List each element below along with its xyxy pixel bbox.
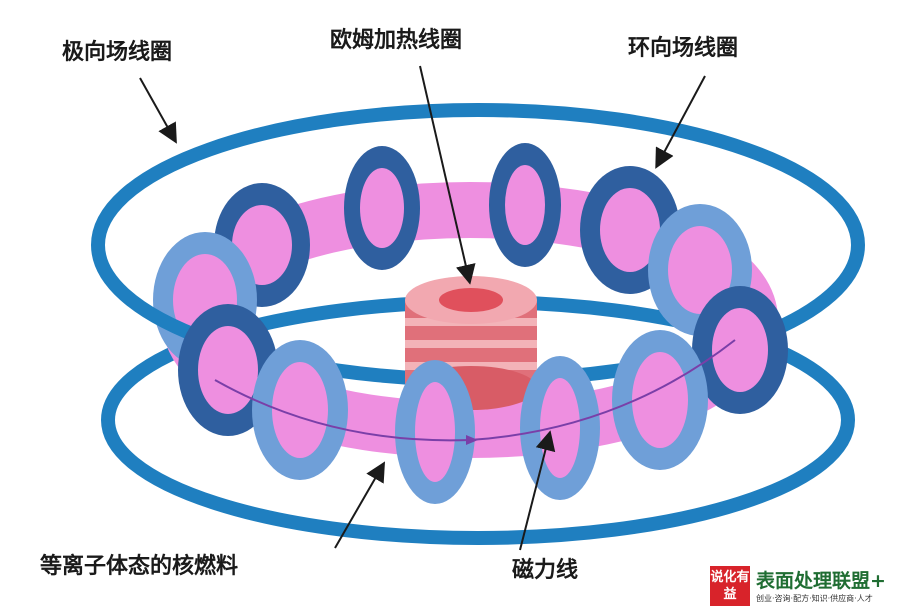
pointer-poloidal [139, 77, 177, 144]
pointer-plasma [334, 461, 385, 549]
label-magnetic-field-line: 磁力线 [512, 558, 579, 583]
label-toroidal-coil: 环向场线圈 [628, 36, 739, 61]
label-poloidal-coil: 极向场线圈 [62, 40, 173, 65]
pointer-toroidal [655, 75, 706, 169]
brand-watermark: 说化有益 表面处理联盟+ 创业·咨询·配方·知识·供应商·人才 [710, 566, 910, 610]
pointer-field [519, 430, 556, 551]
brand-subtitle: 创业·咨询·配方·知识·供应商·人才 [756, 594, 873, 603]
brand-logo: 说化有益 [710, 566, 750, 606]
label-plasma-fuel: 等离子体态的核燃料 [40, 554, 239, 579]
toroidal-coils-front [178, 286, 788, 504]
label-ohmic-coil: 欧姆加热线圈 [330, 28, 463, 53]
field-line-arrowhead [466, 435, 478, 445]
brand-title: 表面处理联盟+ [756, 570, 886, 592]
pointer-ohmic [419, 65, 476, 285]
